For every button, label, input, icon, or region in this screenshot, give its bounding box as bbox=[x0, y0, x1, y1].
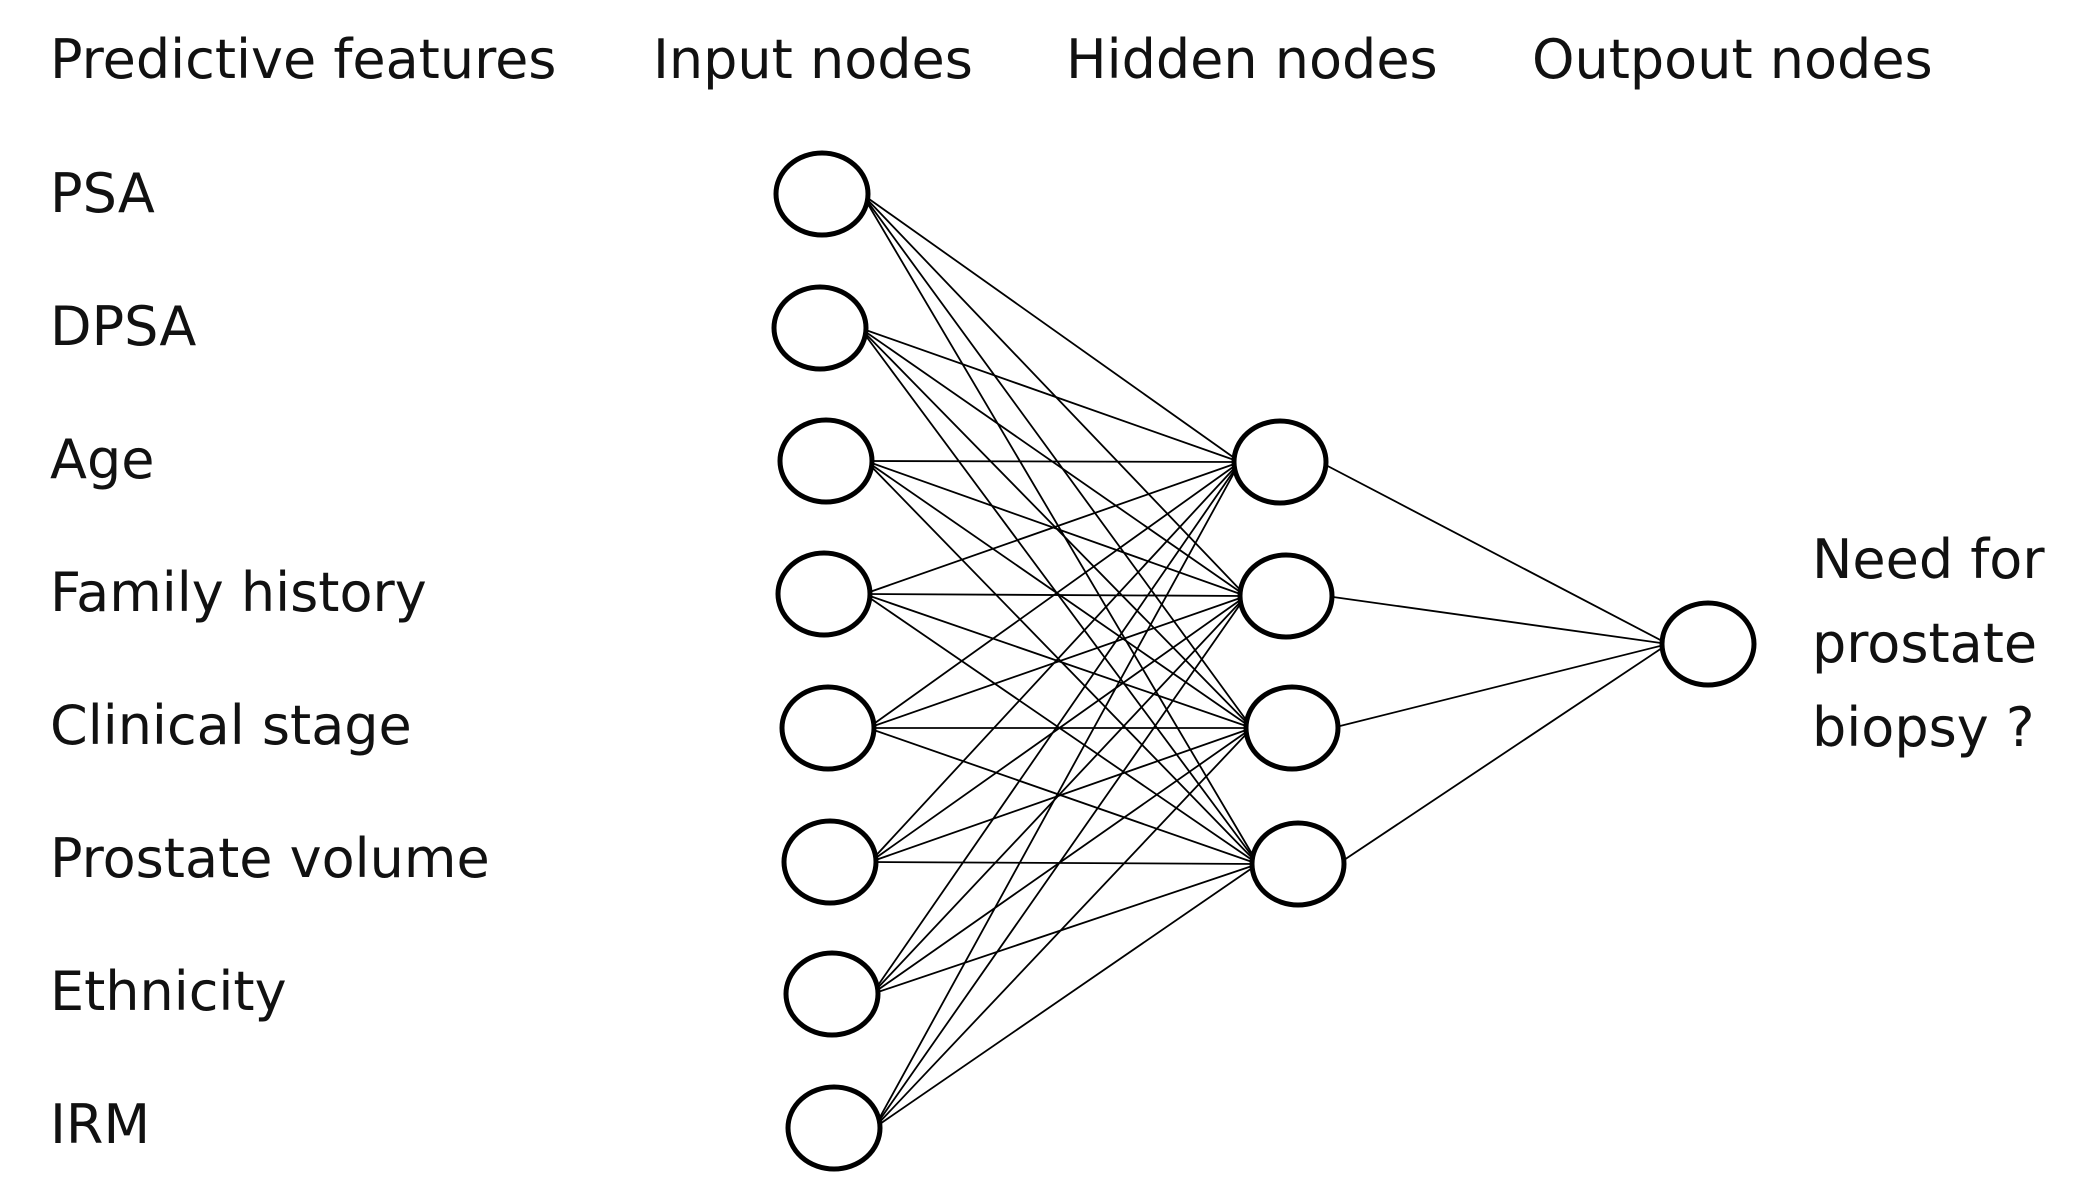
connection-line bbox=[873, 727, 1253, 1129]
input-node bbox=[773, 150, 871, 238]
connection-line bbox=[873, 595, 1247, 1129]
header-input-nodes: Input nodes bbox=[653, 28, 973, 91]
input-node bbox=[785, 1084, 883, 1172]
feature-label: Family history bbox=[50, 561, 427, 624]
connections bbox=[859, 193, 1669, 1129]
header-hidden-nodes: Hidden nodes bbox=[1066, 28, 1438, 91]
connection-line bbox=[863, 593, 1259, 865]
connection-line bbox=[867, 461, 1241, 729]
output-label-line: Need for bbox=[1812, 528, 2045, 591]
feature-label: IRM bbox=[50, 1093, 150, 1156]
connection-line bbox=[1319, 461, 1669, 645]
input-node bbox=[775, 550, 873, 638]
output-layer bbox=[1659, 600, 1757, 688]
header-predictive-features: Predictive features bbox=[50, 28, 556, 91]
connection-line bbox=[869, 727, 1253, 863]
connection-line bbox=[865, 460, 1241, 463]
connection-line bbox=[871, 727, 1253, 995]
connection-line bbox=[871, 863, 1259, 995]
hidden-node bbox=[1231, 418, 1329, 506]
connection-line bbox=[869, 595, 1247, 863]
hidden-node bbox=[1249, 820, 1347, 908]
connection-line bbox=[865, 460, 1247, 597]
connection-line bbox=[861, 193, 1241, 463]
feature-label: Clinical stage bbox=[50, 694, 412, 757]
connection-line bbox=[859, 327, 1259, 865]
connection-line bbox=[1337, 643, 1669, 865]
connection-line bbox=[869, 461, 1241, 863]
input-node bbox=[771, 284, 869, 372]
output-node bbox=[1659, 600, 1757, 688]
feature-label: DPSA bbox=[50, 295, 196, 358]
feature-label: Age bbox=[50, 428, 154, 491]
connection-line bbox=[861, 193, 1247, 597]
connection-line bbox=[863, 461, 1241, 595]
hidden-layer bbox=[1231, 418, 1347, 908]
connection-line bbox=[1325, 595, 1669, 645]
connection-line bbox=[873, 863, 1259, 1129]
input-node bbox=[781, 818, 879, 906]
input-layer bbox=[771, 150, 883, 1172]
feature-label: Prostate volume bbox=[50, 827, 490, 890]
output-label-line: biopsy ? bbox=[1812, 696, 2035, 759]
output-label-line: prostate bbox=[1812, 612, 2037, 675]
connection-line bbox=[873, 461, 1241, 1129]
connection-line bbox=[867, 595, 1247, 729]
connection-line bbox=[869, 861, 1259, 865]
input-node bbox=[777, 417, 875, 505]
input-node bbox=[783, 950, 881, 1038]
input-node bbox=[779, 684, 877, 772]
connection-line bbox=[859, 327, 1241, 463]
header-output-nodes: Outpout nodes bbox=[1532, 28, 1933, 91]
hidden-node bbox=[1237, 552, 1335, 640]
connection-line bbox=[867, 727, 1259, 865]
feature-label: Ethnicity bbox=[50, 960, 287, 1023]
connection-line bbox=[871, 461, 1241, 995]
connection-line bbox=[1331, 643, 1669, 729]
connection-line bbox=[871, 595, 1247, 995]
hidden-node bbox=[1243, 684, 1341, 772]
feature-label: PSA bbox=[50, 162, 155, 225]
